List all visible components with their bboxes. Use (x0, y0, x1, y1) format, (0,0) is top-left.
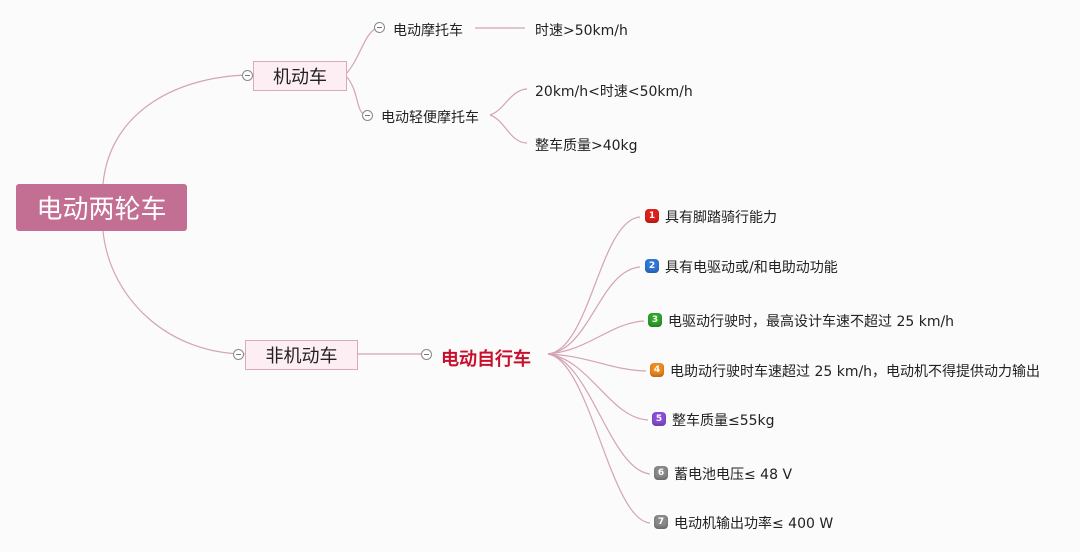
root-node[interactable]: 电动两轮车 (16, 184, 187, 231)
feature-7-number-badge: 7 (654, 515, 668, 529)
feature-1-number-badge: 1 (645, 209, 659, 223)
collapse-nonmotor-icon[interactable] (233, 349, 244, 360)
link-ebike-f1 (547, 216, 641, 355)
feature-6-text[interactable]: 蓄电池电压≤ 48 V (674, 467, 793, 483)
collapse-motor-icon[interactable] (242, 70, 253, 81)
feature-5-text[interactable]: 整车质量≤55kg (672, 413, 775, 429)
link-ebike-f4 (547, 353, 647, 372)
collapse-ebike-icon[interactable] (421, 349, 432, 360)
collapse-moto-icon[interactable] (374, 22, 385, 33)
collapse-light-icon[interactable] (362, 110, 373, 121)
link-root-motor (102, 74, 254, 185)
link-ebike-f6 (547, 353, 651, 475)
leaf-light-speed[interactable]: 20km/h<时速<50km/h (535, 84, 693, 100)
node-electric-motorcycle[interactable]: 电动摩托车 (393, 23, 463, 39)
link-light-leaf1 (489, 88, 528, 116)
feature-3-number-badge: 3 (648, 313, 662, 327)
feature-4-number-badge: 4 (650, 363, 664, 377)
link-ebike-f7 (547, 353, 651, 524)
branch-non-motor-vehicle[interactable]: 非机动车 (245, 340, 358, 370)
feature-4-text[interactable]: 电助动行驶时车速超过 25 km/h，电动机不得提供动力输出 (670, 364, 1041, 380)
feature-3-text[interactable]: 电驱动行驶时，最高设计车速不超过 25 km/h (668, 314, 955, 330)
feature-7-text[interactable]: 电动机输出功率≤ 400 W (674, 516, 834, 532)
branch-motor-label: 机动车 (273, 67, 327, 88)
node-electric-light-motorcycle[interactable]: 电动轻便摩托车 (381, 110, 479, 126)
link-light-leaf2 (489, 114, 528, 144)
node-electric-bicycle[interactable]: 电动自行车 (441, 349, 531, 370)
leaf-moto-speed[interactable]: 时速>50km/h (535, 23, 628, 39)
link-ebike-f2 (547, 266, 641, 355)
link-ebike-f3 (547, 320, 645, 355)
link-root-nonmotor (102, 230, 246, 355)
root-label: 电动两轮车 (36, 195, 167, 225)
link-motor-light (344, 74, 367, 116)
branch-nonmotor-label: 非机动车 (265, 346, 338, 367)
link-ebike-f5 (547, 353, 649, 421)
branch-motor-vehicle[interactable]: 机动车 (253, 61, 347, 91)
feature-1-text[interactable]: 具有脚踏骑行能力 (665, 210, 777, 226)
leaf-light-mass[interactable]: 整车质量>40kg (535, 138, 638, 154)
feature-2-text[interactable]: 具有电驱动或/和电助动功能 (665, 260, 838, 276)
link-motor-moto (344, 27, 379, 76)
feature-6-number-badge: 6 (654, 466, 668, 480)
feature-5-number-badge: 5 (652, 412, 666, 426)
feature-2-number-badge: 2 (645, 259, 659, 273)
